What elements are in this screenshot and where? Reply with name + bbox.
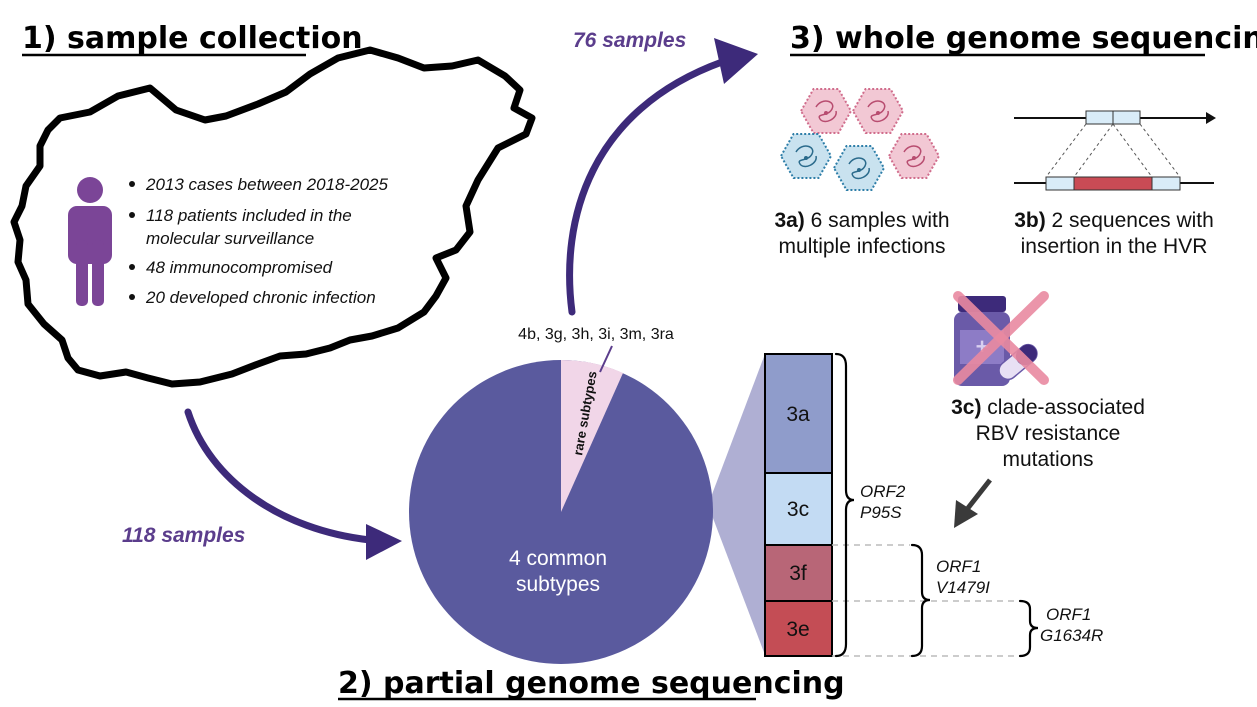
caption-3c-id: 3c) [951, 396, 981, 419]
mutation-2-gene: ORF1 [936, 557, 981, 576]
virus-icon [779, 88, 941, 191]
caption-3c-text: clade-associated [987, 396, 1145, 419]
panel3-title: 3) whole genome sequencing [790, 21, 1257, 56]
person-icon [68, 177, 112, 306]
caption-3c-line3: mutations [1002, 448, 1093, 471]
caption-3a-line2: multiple infections [779, 235, 946, 258]
label-118-samples: 118 samples [122, 524, 245, 547]
subtype-stack: 3a 3c 3f 3e [764, 353, 833, 657]
pie-rare-slice [561, 359, 623, 512]
mutation-3-gene: ORF1 [1046, 605, 1091, 624]
country-map-outline [10, 46, 536, 388]
subtype-3e-box [764, 600, 833, 657]
brace-orf2 [834, 352, 855, 658]
caption-3b-line2: insertion in the HVR [1021, 235, 1208, 258]
caption-3c-line1: 3c) clade-associated [951, 396, 1145, 419]
subtype-3a-label: 3a [786, 403, 810, 426]
subtype-3e-label: 3e [786, 618, 809, 641]
bullet-immunocompromised: 48 immunocompromised [146, 258, 333, 277]
subtype-3a-box [764, 353, 833, 474]
panel1-title: 1) sample collection [22, 21, 363, 56]
caption-3a-id: 3a) [774, 209, 804, 232]
brace-orf1-v1479i [910, 543, 931, 658]
panel-sample-collection: 1) sample collection 2013 cases between … [10, 21, 536, 388]
pie-common-label-1: 4 common [509, 547, 607, 570]
arrow-to-mutations [954, 478, 992, 528]
subtype-3f-box [764, 544, 833, 602]
pie-common-label-2: subtypes [516, 573, 600, 596]
brace-orf1-g1634r [1018, 599, 1039, 658]
insertion-diagram-icon [1014, 110, 1216, 191]
caption-3a-text: 6 samples with [811, 209, 950, 232]
flow-arrow-to-partial: 118 samples [122, 408, 402, 560]
mutation-3-change: G1634R [1040, 626, 1103, 645]
panel-partial-sequencing: rare subtypes 4 common subtypes 4b, 3g, … [338, 326, 1103, 701]
pie-to-stack-funnel [708, 354, 765, 655]
panel-whole-sequencing: 3) whole genome sequencing [774, 21, 1257, 528]
caption-3a-line1: 3a) 6 samples with [774, 209, 949, 232]
caption-3b-line1: 3b) 2 sequences with [1014, 209, 1214, 232]
drug-resistance-icon: + [953, 291, 1049, 386]
mutation-2-change: V1479I [936, 578, 990, 597]
subtype-3f-label: 3f [789, 562, 807, 585]
label-76-samples: 76 samples [573, 29, 686, 52]
mutation-1-gene: ORF2 [860, 482, 906, 501]
panel2-title: 2) partial genome sequencing [338, 666, 845, 701]
subtype-pie-chart: rare subtypes 4 common subtypes 4b, 3g, … [409, 326, 713, 664]
caption-3b-id: 3b) [1014, 209, 1046, 232]
bullet-patients: 118 patients included in the [146, 206, 352, 225]
caption-3b-text: 2 sequences with [1052, 209, 1214, 232]
caption-3c-line2: RBV resistance [976, 422, 1121, 445]
mutation-braces [834, 352, 1039, 658]
bullet-patients-cont: molecular surveillance [146, 229, 314, 248]
rare-subtype-list: 4b, 3g, 3h, 3i, 3m, 3ra [518, 326, 674, 343]
mutation-1-change: P95S [860, 503, 902, 522]
sample-bullet-list: 2013 cases between 2018-2025 118 patient… [129, 175, 389, 307]
subtype-3c-label: 3c [787, 498, 809, 521]
bullet-cases: 2013 cases between 2018-2025 [145, 175, 389, 194]
flow-arrow-to-whole: 76 samples [566, 29, 758, 316]
bullet-chronic: 20 developed chronic infection [145, 288, 376, 307]
